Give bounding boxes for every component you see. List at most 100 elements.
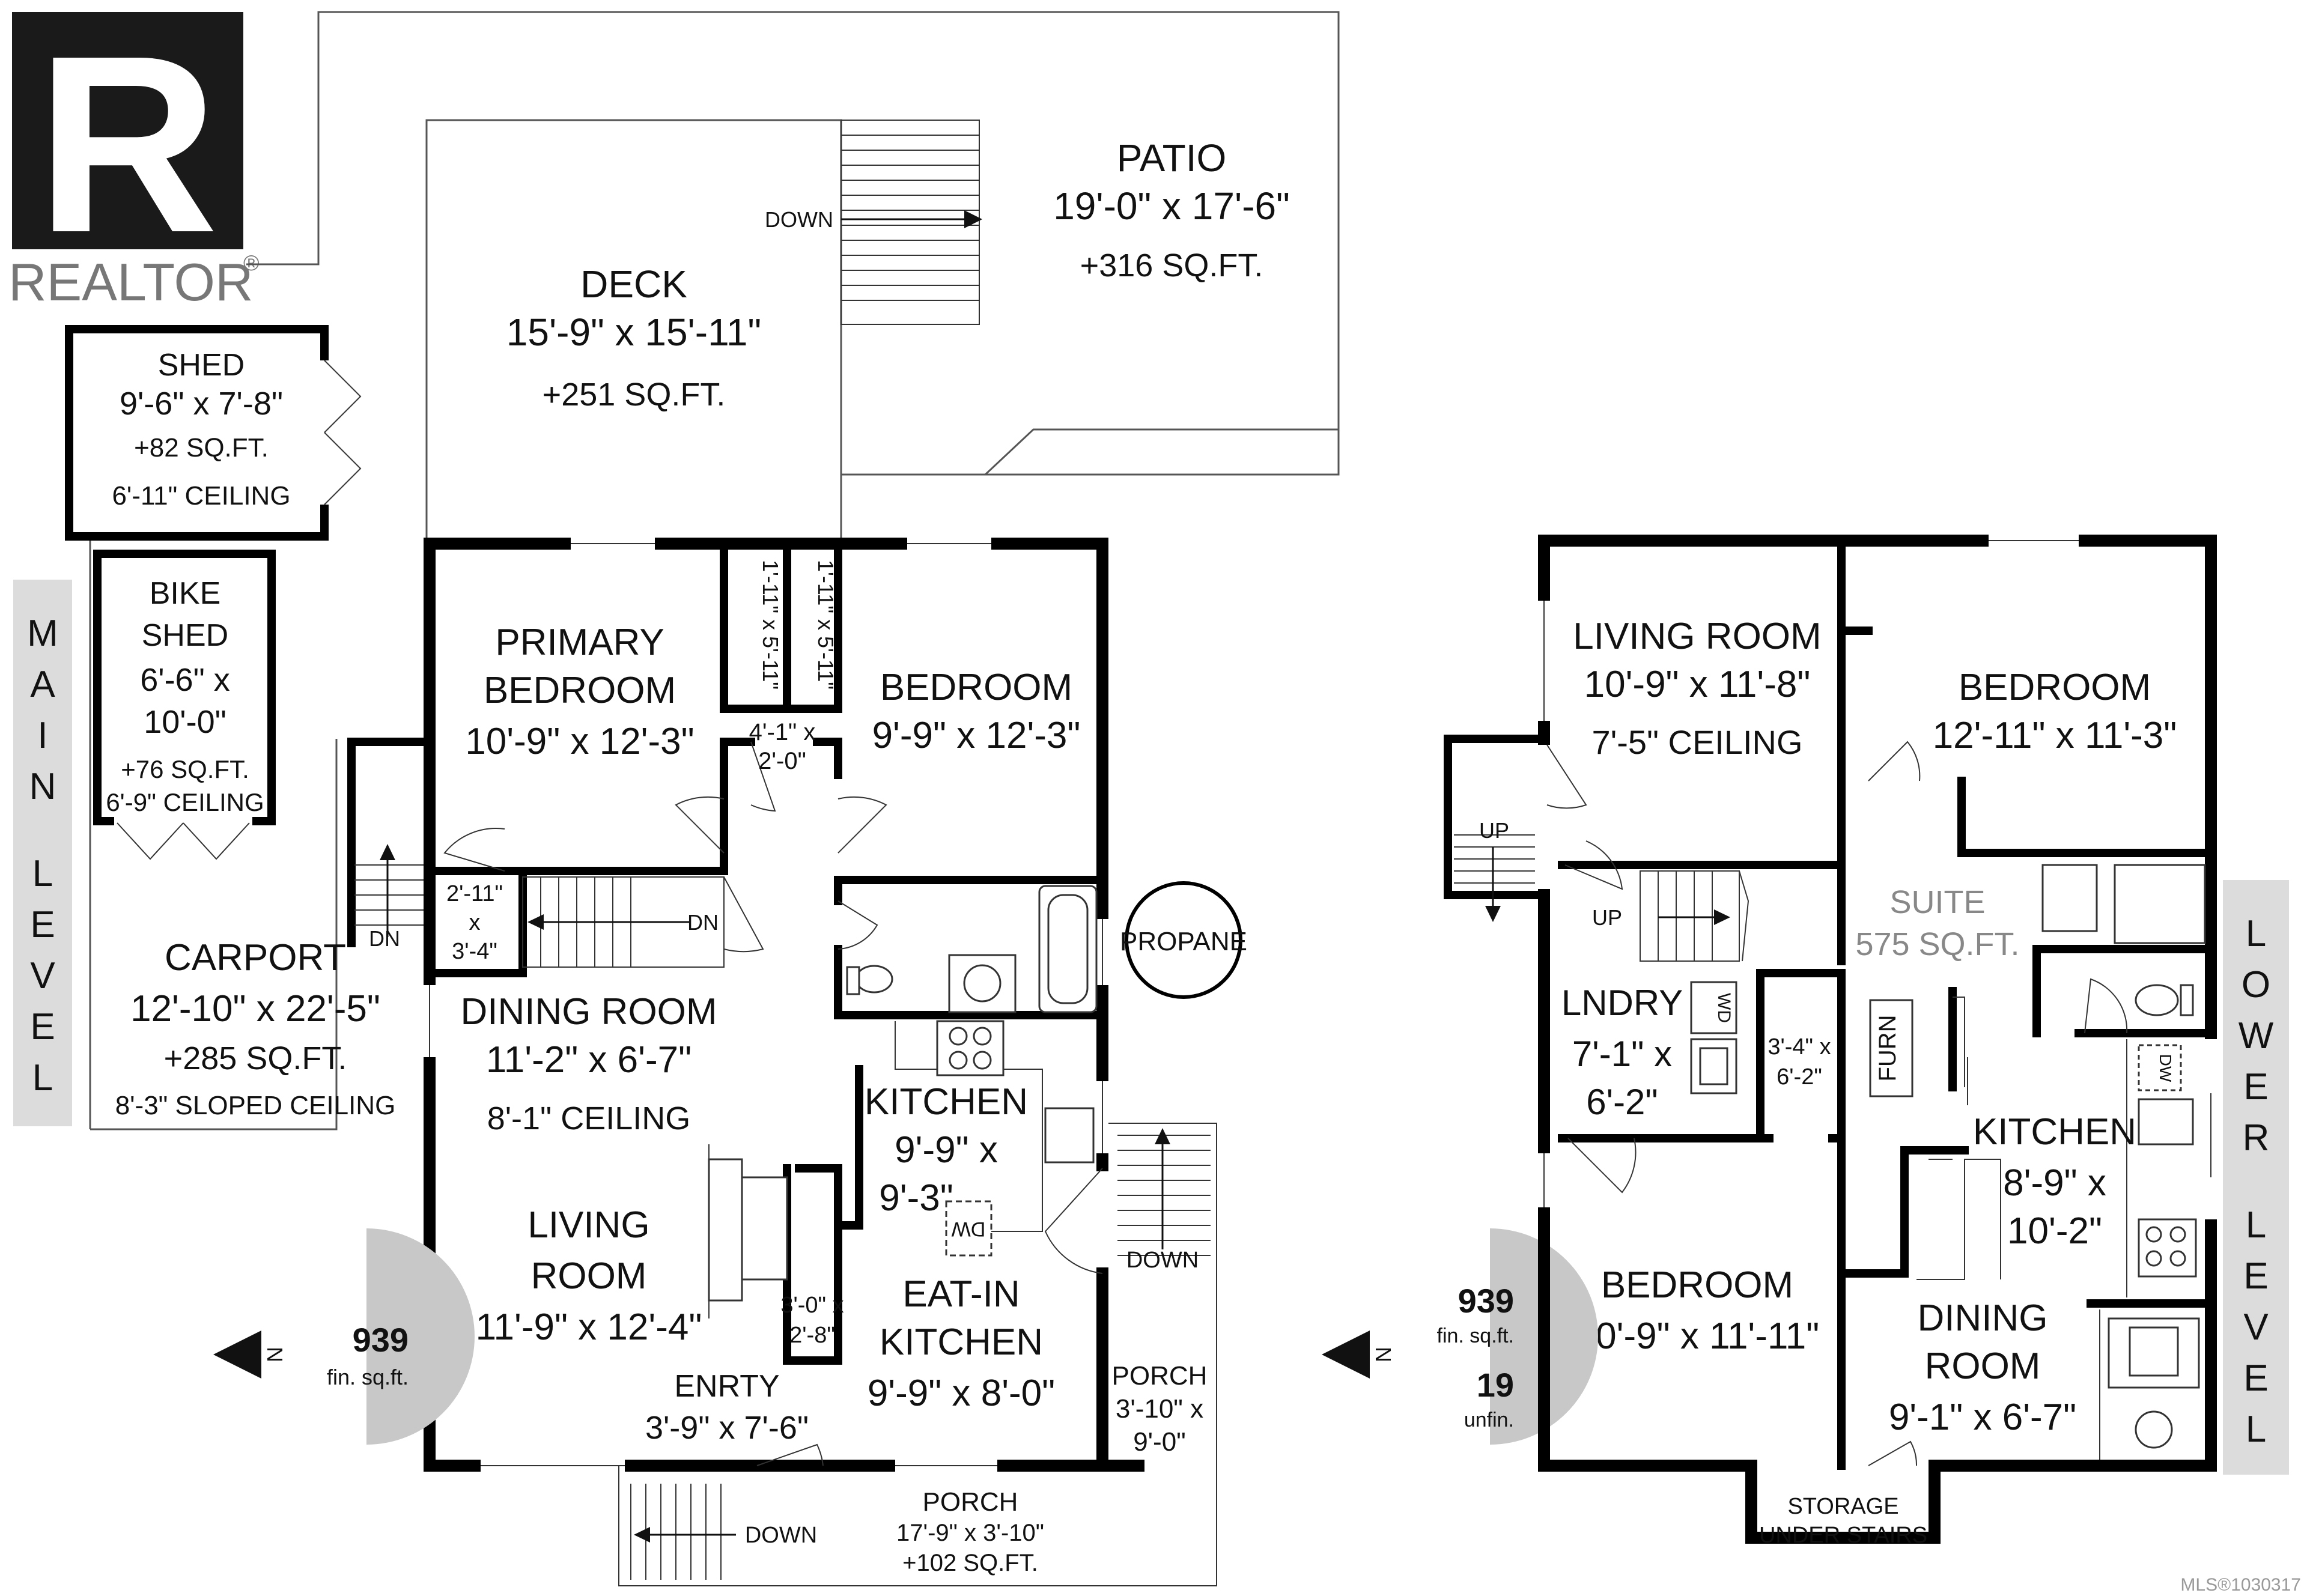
lower-stairs-nook: UP xyxy=(1454,818,1535,922)
svg-text:+251 SQ.FT.: +251 SQ.FT. xyxy=(543,377,726,413)
svg-text:fin. sq.ft.: fin. sq.ft. xyxy=(327,1365,409,1389)
svg-text:DW: DW xyxy=(2156,1054,2175,1082)
svg-text:3'-0" x: 3'-0" x xyxy=(780,1293,843,1318)
svg-text:PORCH: PORCH xyxy=(1112,1361,1208,1391)
svg-text:+285 SQ.FT.: +285 SQ.FT. xyxy=(164,1040,347,1076)
bike-shed: BIKE SHED 6'-6" x 10'-0" +76 SQ.FT. 6'-9… xyxy=(93,550,276,860)
shed: SHED 9'-6" x 7'-8" +82 SQ.FT. 6'-11" CEI… xyxy=(65,325,362,541)
svg-text:9'-9" x 12'-3": 9'-9" x 12'-3" xyxy=(872,715,1081,756)
svg-text:UNDER STAIRS: UNDER STAIRS xyxy=(1759,1523,1927,1548)
svg-text:DECK: DECK xyxy=(580,262,687,306)
svg-text:8'-1" CEILING: 8'-1" CEILING xyxy=(487,1100,691,1136)
svg-text:10'-9" x 11'-11": 10'-9" x 11'-11" xyxy=(1575,1315,1820,1357)
svg-text:WD: WD xyxy=(1714,993,1734,1023)
svg-text:9'-3": 9'-3" xyxy=(879,1177,953,1219)
svg-text:9'-0": 9'-0" xyxy=(1133,1427,1186,1457)
svg-text:939: 939 xyxy=(353,1321,409,1359)
svg-text:V: V xyxy=(2243,1306,2269,1348)
svg-text:3'-9" x 7'-6": 3'-9" x 7'-6" xyxy=(645,1410,809,1446)
svg-text:9'-1" x 6'-7": 9'-1" x 6'-7" xyxy=(1889,1397,2076,1438)
svg-text:ROOM: ROOM xyxy=(531,1255,647,1297)
suite-bath-fixtures xyxy=(2041,864,2206,1016)
svg-text:W: W xyxy=(2239,1015,2274,1057)
svg-text:LIVING: LIVING xyxy=(527,1204,649,1246)
logo-wordmark: REALTOR xyxy=(8,252,254,312)
main-doors xyxy=(443,741,1103,1466)
svg-text:6'-6" x: 6'-6" x xyxy=(140,662,230,698)
svg-text:N: N xyxy=(29,766,56,807)
svg-text:939: 939 xyxy=(1458,1282,1514,1320)
svg-text:N: N xyxy=(1371,1347,1396,1362)
svg-text:N: N xyxy=(263,1347,287,1362)
svg-text:19: 19 xyxy=(1477,1366,1514,1404)
svg-text:17'-9" x 3'-10": 17'-9" x 3'-10" xyxy=(896,1520,1044,1546)
svg-text:2'-8": 2'-8" xyxy=(789,1323,835,1348)
svg-text:3'-4": 3'-4" xyxy=(452,939,497,964)
svg-text:DOWN: DOWN xyxy=(1126,1248,1199,1273)
bathroom-fixtures xyxy=(846,885,1098,1013)
svg-text:2'-11": 2'-11" xyxy=(446,881,503,906)
svg-text:PORCH: PORCH xyxy=(923,1487,1018,1517)
svg-text:LIVING ROOM: LIVING ROOM xyxy=(1573,616,1821,657)
svg-text:BEDROOM: BEDROOM xyxy=(1959,667,2151,708)
svg-text:1'-11" x 5'-11": 1'-11" x 5'-11" xyxy=(758,560,783,690)
svg-text:x: x xyxy=(469,910,481,935)
deck: DECK 15'-9" x 15'-11" +251 SQ.FT. xyxy=(506,262,761,413)
svg-text:10'-9" x 11'-8": 10'-9" x 11'-8" xyxy=(1584,664,1811,705)
svg-text:FURN: FURN xyxy=(1874,1015,1901,1081)
svg-text:L: L xyxy=(2246,1204,2266,1246)
svg-text:L: L xyxy=(32,853,53,894)
patio: PATIO 19'-0" x 17'-6" +316 SQ.FT. xyxy=(1053,136,1290,284)
svg-text:PRIMARY: PRIMARY xyxy=(495,622,664,663)
svg-text:8'-3" SLOPED CEILING: 8'-3" SLOPED CEILING xyxy=(115,1091,396,1120)
main-level-band xyxy=(13,580,72,1126)
svg-text:V: V xyxy=(30,955,55,997)
svg-text:CARPORT: CARPORT xyxy=(165,937,346,979)
lower-sqft-badge: 939 fin. sq.ft. 19 unfin. N xyxy=(1322,1201,1598,1472)
svg-text:E: E xyxy=(2243,1066,2268,1108)
svg-text:3'-4" x: 3'-4" x xyxy=(1767,1034,1831,1060)
realtor-logo: R REALTOR ® xyxy=(8,4,260,312)
svg-text:BIKE: BIKE xyxy=(150,576,221,611)
svg-text:O: O xyxy=(2242,964,2270,1006)
main-room-labels: PRIMARY BEDROOM 10'-9" x 12'-3" 1'-11" x… xyxy=(446,560,1207,1576)
svg-text:L: L xyxy=(2246,913,2266,954)
svg-text:11'-9" x 12'-4": 11'-9" x 12'-4" xyxy=(476,1306,702,1348)
svg-text:KITCHEN: KITCHEN xyxy=(1973,1111,2136,1153)
suite-dining-fixtures xyxy=(2099,1309,2200,1460)
svg-text:DW: DW xyxy=(952,1218,986,1240)
svg-text:8'-9" x: 8'-9" x xyxy=(2003,1162,2106,1204)
svg-text:10'-2": 10'-2" xyxy=(2007,1210,2102,1252)
svg-text:R: R xyxy=(2243,1117,2270,1159)
carport: CARPORT 12'-10" x 22'-5" +285 SQ.FT. 8'-… xyxy=(115,937,396,1120)
interior-stairs: DN xyxy=(522,876,725,968)
svg-text:fin. sq.ft.: fin. sq.ft. xyxy=(1437,1324,1515,1347)
svg-text:UP: UP xyxy=(1592,905,1622,930)
deck-stairs xyxy=(840,120,982,325)
svg-text:7'-1" x: 7'-1" x xyxy=(1572,1034,1672,1074)
svg-text:12'-11" x 11'-3": 12'-11" x 11'-3" xyxy=(1933,715,2177,756)
svg-text:6'-11" CEILING: 6'-11" CEILING xyxy=(112,481,290,511)
svg-text:E: E xyxy=(2243,1358,2268,1399)
svg-text:PROPANE: PROPANE xyxy=(1120,927,1247,956)
svg-text:KITCHEN: KITCHEN xyxy=(865,1081,1028,1123)
svg-text:9'-9" x: 9'-9" x xyxy=(895,1129,998,1171)
svg-text:DOWN: DOWN xyxy=(745,1523,817,1548)
svg-text:E: E xyxy=(2243,1255,2268,1297)
svg-text:6'-2": 6'-2" xyxy=(1777,1064,1822,1090)
svg-text:9'-9" x 8'-0": 9'-9" x 8'-0" xyxy=(868,1373,1055,1414)
mls-number: MLS®1030317 xyxy=(2180,1575,2301,1595)
laundry-fixtures: WD xyxy=(1690,981,1737,1094)
svg-text:BEDROOM: BEDROOM xyxy=(1601,1264,1793,1306)
svg-text:PATIO: PATIO xyxy=(1117,136,1227,180)
svg-text:7'-5" CEILING: 7'-5" CEILING xyxy=(1591,723,1802,761)
svg-text:1'-11" x 5'-11": 1'-11" x 5'-11" xyxy=(813,560,838,690)
outdoor-outlines xyxy=(89,11,1340,1130)
svg-text:DINING ROOM: DINING ROOM xyxy=(460,991,717,1033)
svg-text:ENRTY: ENRTY xyxy=(674,1369,779,1404)
svg-text:10'-0": 10'-0" xyxy=(144,704,226,740)
svg-text:6'-9" CEILING: 6'-9" CEILING xyxy=(106,788,264,816)
svg-text:SHED: SHED xyxy=(142,618,228,653)
svg-text:SHED: SHED xyxy=(158,348,245,383)
